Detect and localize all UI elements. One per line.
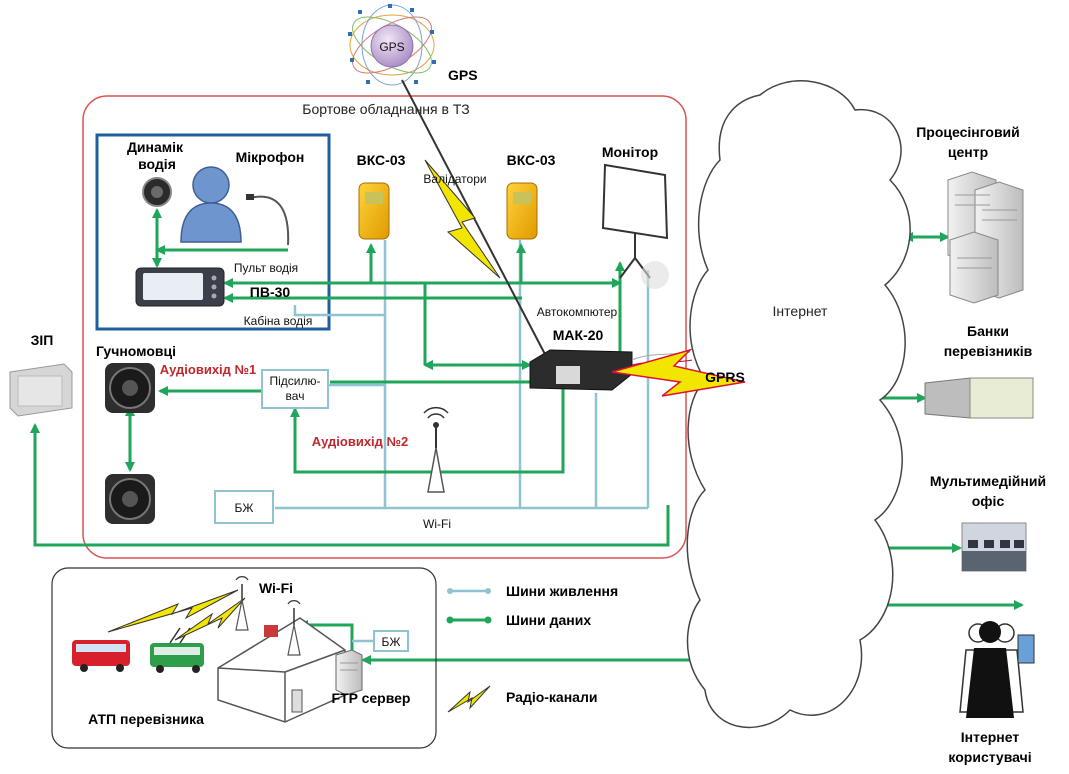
- wifi-depot-label: Wi-Fi: [259, 580, 293, 596]
- onboard-equipment-frame: [82, 95, 687, 559]
- loudspeaker-bottom-icon: [105, 474, 155, 524]
- gps-satellite-icon: [348, 4, 436, 86]
- driver-panel-label: Пульт водія: [234, 261, 298, 275]
- autocomputer-label: Автокомпютер: [537, 305, 618, 319]
- loudspeakers-label: Гучномовці: [96, 343, 176, 359]
- processing-center-label-1: Процесінговий: [916, 124, 1020, 140]
- antenna-onboard-icon: [423, 406, 449, 493]
- gprs-bolt-icon: [611, 348, 746, 397]
- radio-bolt-icon: [424, 159, 501, 279]
- bus-1-icon: [72, 640, 130, 672]
- legend-radio-label: Радіо-канали: [506, 689, 597, 705]
- zip-label: ЗІП: [31, 332, 54, 348]
- validator-right-icon: [506, 182, 538, 240]
- internet-users-label-1: Інтернет: [961, 729, 1020, 745]
- depot-frame: [51, 567, 437, 749]
- depot-label: АТП перевізника: [88, 711, 204, 727]
- validator-left-icon: [358, 182, 390, 240]
- amplifier-box: [261, 369, 329, 409]
- office-photo-icon: [961, 522, 1027, 572]
- audio-out-1-label: Аудіовихід №1: [160, 362, 257, 377]
- loudspeaker-top-icon: [105, 363, 155, 413]
- driver-speaker-label-1: Динамік: [127, 139, 184, 155]
- gps-label: GPS: [448, 67, 478, 83]
- monitor-label: Монітор: [602, 144, 658, 160]
- bank-card-icon: [924, 377, 1034, 419]
- processing-center-label-2: центр: [948, 144, 988, 160]
- driver-speaker-icon: [142, 177, 172, 207]
- legend-power-label: Шини живлення: [506, 583, 618, 599]
- legend-data-label: Шини даних: [506, 612, 591, 628]
- driver-panel-icon: [135, 267, 225, 307]
- audio-out-2-label: Аудіовихід №2: [312, 434, 409, 449]
- driver-cabin-frame: [95, 133, 331, 331]
- radio-bolt-bus-2-icon: [174, 597, 246, 641]
- users-icon: [959, 621, 1035, 718]
- ftp-server-icon: [335, 649, 363, 696]
- legend: Шини живлення Шини даних Радіо-канали: [446, 583, 618, 713]
- internet-users-label-2: користувачі: [948, 749, 1031, 765]
- legend-radio-icon: [447, 685, 491, 713]
- gps-icon-label: GPS: [379, 40, 404, 54]
- antenna-depot-2-icon: [287, 600, 301, 656]
- server-cluster-icon: [947, 171, 1024, 304]
- onboard-bzh-label: БЖ: [235, 501, 254, 515]
- amplifier-label-2: вач: [286, 389, 305, 403]
- multimedia-office-label-1: Мультимедійний: [930, 473, 1046, 489]
- projector-screen-icon: [601, 163, 669, 289]
- microphone-icon: [246, 194, 290, 246]
- depot-bzh-label: БЖ: [382, 635, 401, 649]
- driver-speaker-label-2: водія: [138, 156, 176, 172]
- internet-label: Інтернет: [773, 303, 829, 319]
- amplifier-label-1: Підсилю-: [270, 374, 321, 388]
- onboard-bzh-box: [214, 490, 274, 524]
- gprs-label: GPRS: [705, 369, 745, 385]
- ftp-server-label: FTP сервер: [332, 690, 411, 706]
- onboard-title: Бортове обладнання в ТЗ: [302, 101, 469, 117]
- building-icon: [217, 617, 346, 723]
- gps-link-line: [401, 79, 549, 361]
- internet-cloud: [686, 80, 911, 729]
- vks-left-label: ВКС-03: [357, 152, 406, 168]
- validators-label: Валідатори: [423, 172, 486, 186]
- mak20-label: МАК-20: [553, 327, 604, 343]
- pv30-label: ПВ-30: [250, 284, 291, 300]
- antenna-depot-1-icon: [235, 576, 249, 631]
- microphone-label: Мікрофон: [236, 149, 305, 165]
- multimedia-office-label-2: офіс: [972, 493, 1005, 509]
- onboard-computer-icon: [529, 349, 693, 391]
- radio-bolt-bus-1-icon: [107, 589, 239, 633]
- carrier-banks-label-2: перевізників: [944, 343, 1033, 359]
- zip-device-icon: [9, 363, 73, 417]
- wifi-onboard-label: Wi-Fi: [423, 517, 451, 531]
- person-icon: [180, 166, 242, 243]
- driver-cabin-label: Кабіна водія: [244, 314, 313, 328]
- vks-right-label: ВКС-03: [507, 152, 556, 168]
- bus-2-icon: [150, 627, 204, 673]
- carrier-banks-label-1: Банки: [967, 323, 1009, 339]
